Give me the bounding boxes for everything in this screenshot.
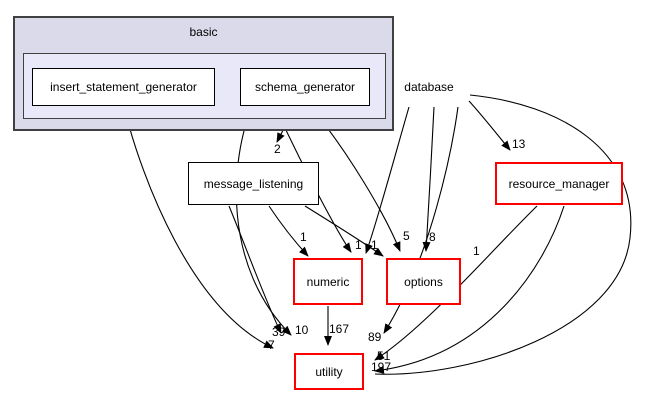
edge-count-label: 7 <box>268 338 275 352</box>
node-label: options <box>404 274 443 289</box>
edge-count-label: 39 <box>272 325 286 339</box>
node-resource-manager[interactable]: resource_manager <box>495 162 623 205</box>
edge-count-label: 5 <box>403 229 410 243</box>
edge-message_listening-to-utility <box>228 205 282 334</box>
edge-count-label: 89 <box>368 330 382 344</box>
edge-database-to-numeric <box>365 106 410 254</box>
node-utility[interactable]: utility <box>294 353 364 390</box>
node-label: numeric <box>306 274 350 289</box>
node-message-listening[interactable]: message_listening <box>188 162 319 205</box>
edge-message_listening-to-options <box>304 205 384 257</box>
node-label: message_listening <box>203 176 304 191</box>
edge-database-to-utility <box>374 94 632 375</box>
cluster-basic-label: basic <box>189 25 218 39</box>
node-schema-generator[interactable]: schema_generator <box>240 68 370 106</box>
edge-count-label: 167 <box>329 322 350 336</box>
edge-count-label: 10 <box>295 323 309 337</box>
node-label: database <box>404 80 454 94</box>
edge-database-to-resource_manager <box>468 100 511 151</box>
edge-count-label: 1 <box>300 230 307 244</box>
edge-resource_manager-to-utility <box>374 205 565 374</box>
node-label: resource_manager <box>508 176 610 191</box>
edge-count-label: 1 <box>355 238 362 252</box>
edge-count-label: 1 <box>371 238 378 252</box>
node-label: utility <box>315 364 343 379</box>
node-label: insert_statement_generator <box>50 80 197 94</box>
node-options[interactable]: options <box>386 258 461 305</box>
node-insert-statement-generator[interactable]: insert_statement_generator <box>32 68 215 106</box>
edge-count-label: 51 <box>377 349 391 363</box>
node-label: schema_generator <box>254 80 356 94</box>
edge-insert_statement_generator-to-utility <box>123 106 274 349</box>
edge-message_listening-to-numeric <box>268 205 309 257</box>
edge-schema_generator-to-utility <box>235 106 292 336</box>
edge-count-label: 8 <box>429 230 436 244</box>
node-database[interactable]: database <box>388 68 470 106</box>
node-numeric[interactable]: numeric <box>293 258 363 305</box>
edge-count-label: 2 <box>274 142 281 156</box>
edge-count-label: 13 <box>512 137 526 151</box>
edge-count-label: 1 <box>473 244 480 258</box>
edge-count-label: 197 <box>371 360 392 374</box>
